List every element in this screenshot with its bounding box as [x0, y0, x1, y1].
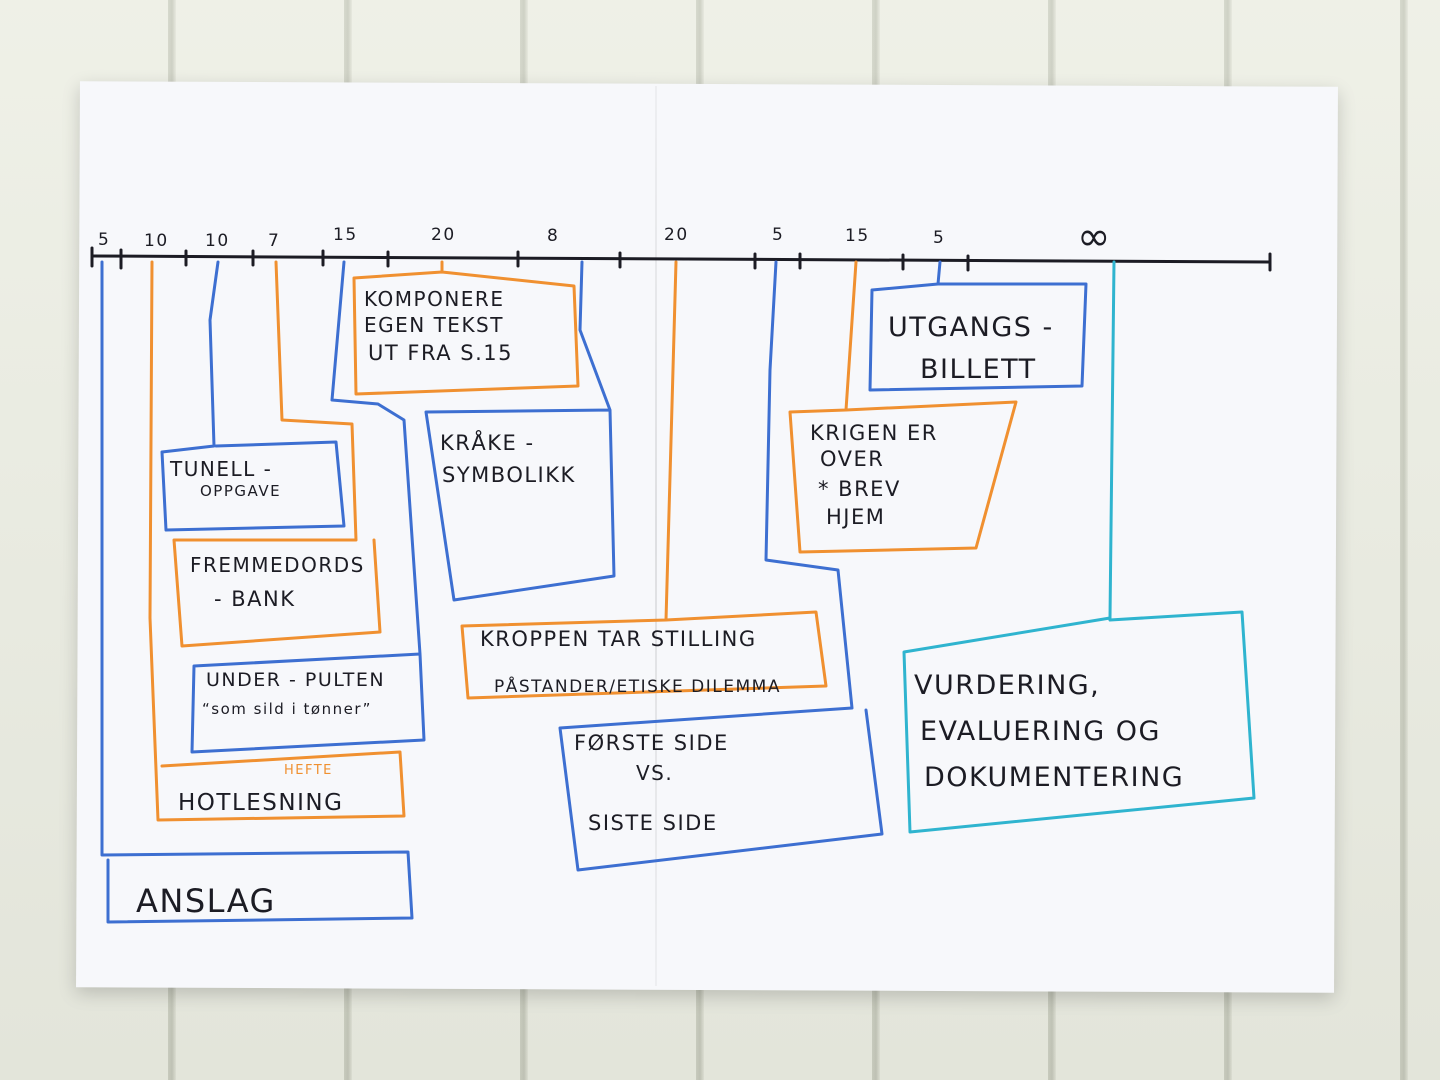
tick-label: 5 — [933, 228, 945, 248]
tick-label: 7 — [268, 231, 280, 251]
fremmedords-line: FREMMEDORDS — [190, 553, 365, 577]
vurdering-line: DOKUMENTERING — [924, 762, 1184, 793]
under-pulten-connector — [190, 260, 426, 754]
utgangs-line: UTGANGS - — [888, 312, 1054, 343]
kraake-symbolikk-box: KRÅKE - SYMBOLIKK — [440, 429, 576, 487]
utgangs-billett-box: UTGANGS - BILLETT — [888, 312, 1054, 385]
forste-side-connector — [558, 260, 884, 872]
hotlesning-label: HOTLESNING — [178, 790, 343, 816]
utgangs-connector — [868, 260, 1088, 392]
komponere-connector — [352, 260, 580, 396]
vurdering-line: EVALUERING OG — [920, 716, 1161, 747]
tunell-connector — [160, 260, 346, 532]
tick-label: 5 — [772, 225, 784, 245]
tick-label: 10 — [144, 231, 169, 251]
tick-label: 5 — [98, 230, 110, 250]
under-pulten-line: UNDER - PULTEN — [206, 669, 385, 691]
hotlesning-connector — [148, 260, 406, 822]
fremmedords-connector — [172, 260, 382, 648]
paper-fold — [655, 86, 657, 986]
kroppen-line: PÅSTANDER/ETISKE DILEMMA — [494, 675, 781, 697]
vurdering-line: VURDERING, — [914, 670, 1100, 701]
krigen-line: KRIGEN ER — [810, 421, 938, 445]
tick-label: 10 — [205, 231, 230, 251]
krigen-er-over-box: KRIGEN ER OVER * BREV HJEM — [810, 421, 938, 529]
kraake-connector — [424, 260, 616, 602]
anslag-box: ANSLAG — [136, 882, 276, 920]
tick-label: 20 — [431, 225, 456, 245]
tick-label-infinity: ∞ — [1077, 214, 1112, 260]
kraake-line: KRÅKE - — [440, 429, 535, 455]
tick-label: 15 — [845, 226, 870, 246]
kroppen-line: KROPPEN TAR STILLING — [480, 627, 757, 651]
krigen-line: OVER — [820, 447, 884, 471]
timeline — [90, 246, 1272, 272]
under-pulten-box: UNDER - PULTEN “som sild i tønner” — [202, 669, 385, 718]
fremmedords-line: - BANK — [214, 587, 296, 611]
komponere-line: EGEN TEKST — [364, 313, 504, 337]
anslag-connector — [100, 260, 414, 924]
fremmedords-bank-box: FREMMEDORDS - BANK — [190, 553, 365, 611]
tick-label: 8 — [547, 226, 559, 246]
komponere-line: KOMPONERE — [364, 287, 504, 311]
kraake-line: SYMBOLIKK — [442, 463, 576, 487]
tick-label: 20 — [664, 225, 689, 245]
komponere-box: KOMPONERE EGEN TEKST UT FRA S.15 — [364, 287, 513, 365]
forste-side-box: FØRSTE SIDE VS. SISTE SIDE — [574, 731, 729, 835]
krigen-line: HJEM — [826, 505, 885, 529]
under-pulten-line: “som sild i tønner” — [202, 700, 372, 718]
forste-side-line: SISTE SIDE — [588, 811, 718, 835]
tunell-line: TUNELL - — [169, 457, 272, 481]
anslag-label: ANSLAG — [136, 882, 276, 920]
hotlesning-box: HEFTE HOTLESNING — [178, 763, 343, 816]
tick-label: 15 — [333, 225, 358, 245]
krigen-line: * BREV — [818, 477, 901, 501]
forste-side-line: VS. — [636, 761, 673, 785]
utgangs-line: BILLETT — [920, 354, 1037, 385]
timeline-axis — [90, 254, 1272, 264]
forste-side-line: FØRSTE SIDE — [574, 731, 729, 755]
komponere-line: UT FRA S.15 — [368, 341, 513, 365]
tunell-oppgave-box: TUNELL - OPPGAVE — [169, 457, 281, 500]
timeline-labels: 5 10 10 7 15 20 8 20 5 15 5 ∞ — [98, 214, 1112, 260]
vurdering-box: VURDERING, EVALUERING OG DOKUMENTERING — [914, 670, 1184, 793]
krigen-connector — [788, 260, 1018, 554]
tunell-line: OPPGAVE — [200, 482, 281, 500]
vurdering-connector — [902, 260, 1256, 834]
kroppen-tar-stilling-box: KROPPEN TAR STILLING PÅSTANDER/ETISKE DI… — [480, 627, 781, 697]
kroppen-connector — [460, 260, 828, 700]
hefte-label: HEFTE — [284, 763, 333, 778]
